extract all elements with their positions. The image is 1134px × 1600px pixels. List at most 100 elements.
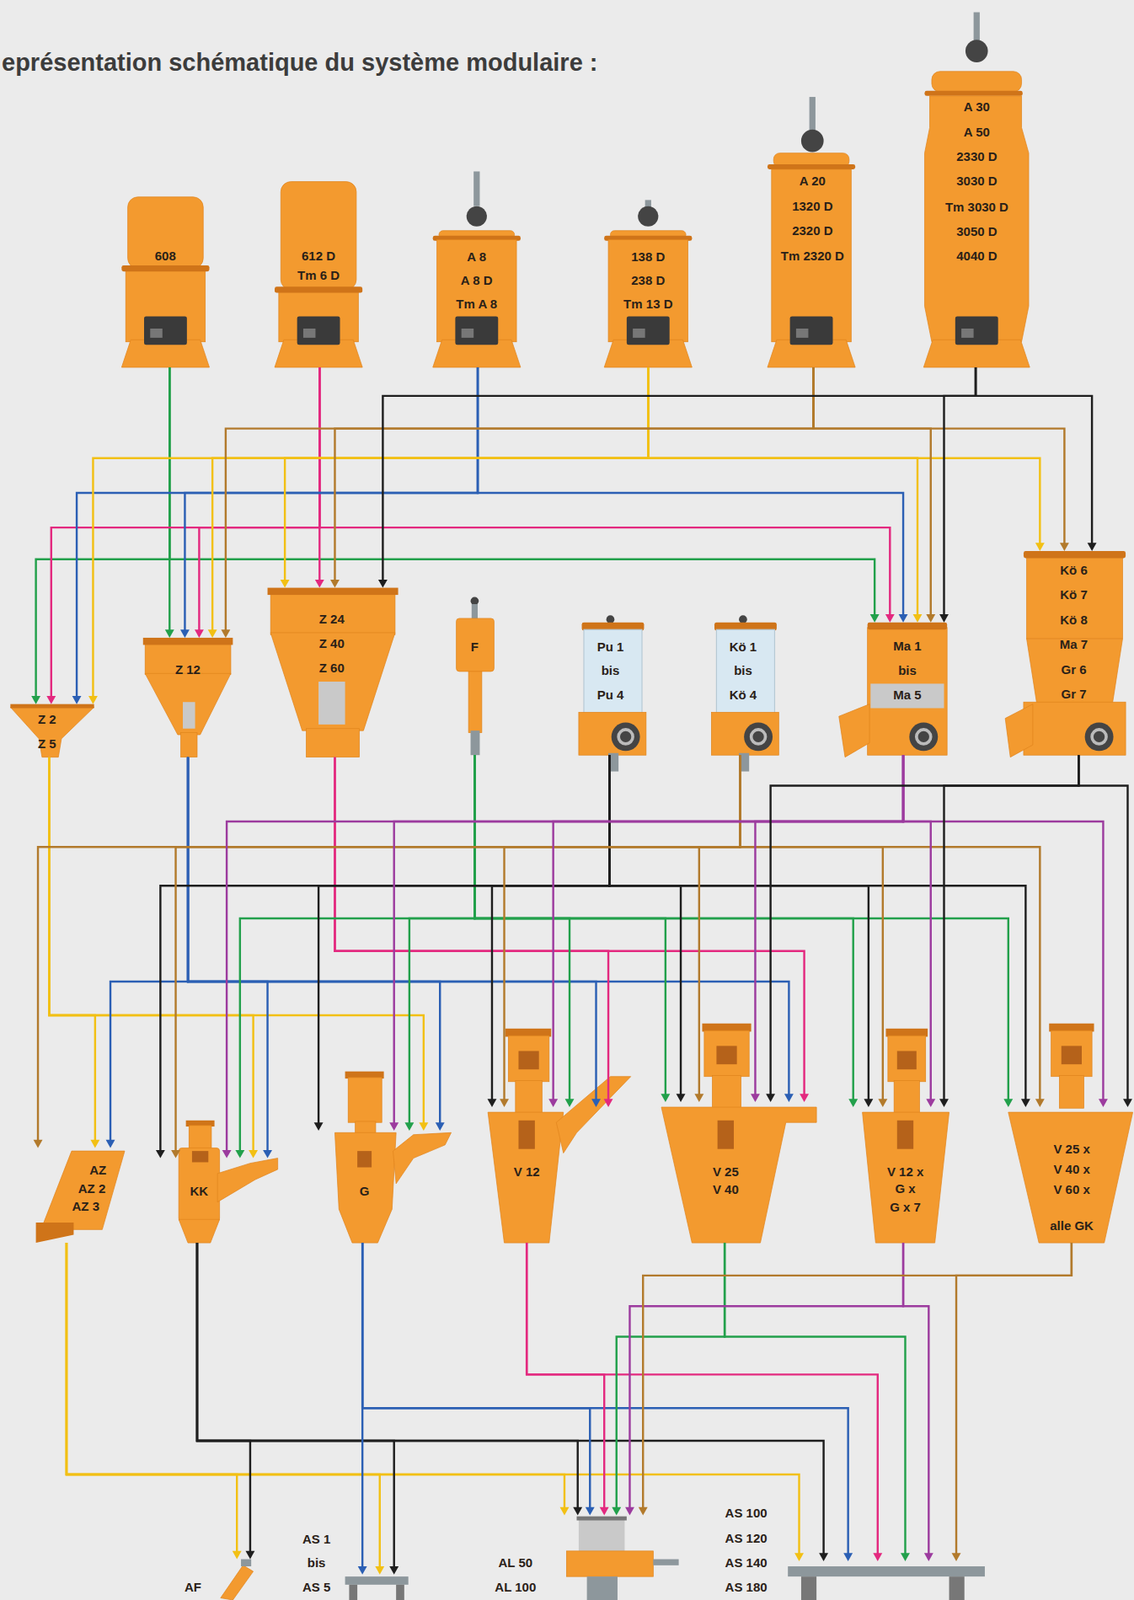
loader-drawing	[274, 181, 363, 368]
mixer-band	[870, 683, 944, 708]
equipment-label: 238 D	[631, 272, 665, 286]
granulator-drawing	[862, 1028, 950, 1243]
flow-line	[334, 367, 814, 581]
rail-leg	[801, 1576, 817, 1600]
control-panel	[790, 315, 834, 345]
arrow-head	[560, 1507, 570, 1516]
flow-connector	[389, 754, 904, 1131]
flow-line	[609, 754, 681, 1095]
flow-connector	[526, 1242, 609, 1515]
flow-connector	[171, 754, 740, 1158]
hopper-box: Z 12	[143, 637, 234, 758]
chute-drawing	[36, 1150, 125, 1243]
flow-line	[37, 754, 740, 1141]
suction-tube	[473, 171, 480, 206]
hopper-body	[270, 593, 396, 635]
equipment-label: Pu 1	[597, 639, 625, 653]
arrow-head	[794, 1552, 804, 1562]
arrow-head	[818, 1552, 829, 1562]
arrow-head	[784, 1093, 794, 1102]
flow-line	[319, 367, 890, 616]
equipment-label: V 12	[513, 1164, 541, 1177]
window	[897, 1120, 914, 1150]
flow-connector	[66, 1242, 804, 1562]
flow-connector	[813, 367, 936, 623]
equipment-label: AZ 3	[71, 1198, 100, 1212]
flow-connector	[46, 367, 320, 705]
flow-line	[944, 367, 977, 616]
arrow-head	[604, 1098, 614, 1108]
filter-knob	[470, 596, 480, 605]
equipment-label: AS 180	[725, 1579, 768, 1593]
flow-line	[903, 1242, 929, 1554]
equipment-label: Kö 8	[1059, 613, 1088, 626]
pump-ring	[1091, 729, 1107, 744]
flow-line	[1078, 754, 1128, 1100]
loader-top	[931, 71, 1022, 92]
flow-connector	[609, 754, 873, 1108]
flow-connector	[548, 754, 904, 1108]
arrow-head	[222, 1150, 232, 1159]
flow-connector	[169, 367, 879, 623]
equipment-label: Ma 5	[893, 687, 921, 701]
arrow-head	[565, 1098, 575, 1108]
flow-connector	[66, 1242, 385, 1575]
chute	[41, 1150, 125, 1230]
equipment-label: A 50	[963, 125, 990, 139]
equipment-label: V 40 x	[1053, 1162, 1090, 1176]
equipment-label: Kö 1	[729, 639, 758, 653]
equipment-label: Z 24	[319, 612, 345, 626]
flow-line	[226, 754, 904, 1151]
side-outlet	[839, 704, 870, 758]
arrow-head	[1035, 1098, 1045, 1108]
window	[717, 1120, 734, 1150]
flow-line	[382, 367, 976, 581]
arrow-head	[611, 1507, 621, 1516]
arrow-head	[330, 579, 340, 589]
flow-connector	[499, 754, 740, 1108]
mixer-cap	[1023, 550, 1126, 558]
flow-connector	[474, 754, 1013, 1108]
inlet	[217, 1158, 278, 1203]
equipment-label: Z 2	[37, 711, 57, 725]
discharge-drawing	[220, 1559, 254, 1600]
arrow-head	[33, 1139, 43, 1149]
funnel-drawing	[10, 704, 94, 758]
flow-line	[724, 1242, 905, 1554]
equipment-label: AF	[184, 1579, 202, 1593]
arrow-head	[694, 1093, 704, 1102]
arrow-head	[799, 1093, 809, 1102]
arrow-head	[843, 1552, 853, 1562]
rail-drawing	[787, 1566, 985, 1600]
flow-connector	[197, 1242, 583, 1515]
equipment-label: Kö 6	[1059, 563, 1088, 577]
flow-connector	[474, 754, 858, 1108]
funnel	[10, 706, 94, 757]
rail-drawing	[345, 1576, 409, 1600]
flow-line	[474, 754, 570, 1100]
flow-connector	[155, 754, 610, 1158]
flow-line	[240, 754, 476, 1151]
hopper-rim	[267, 588, 399, 595]
arrow-head	[358, 1566, 368, 1575]
cap-knob	[606, 615, 616, 624]
motor	[508, 1035, 549, 1081]
flow-line	[187, 757, 596, 1101]
flow-line	[197, 1242, 824, 1554]
flow-connector	[187, 757, 794, 1102]
flow-line	[477, 367, 904, 616]
granulator-drawing	[178, 1120, 278, 1243]
equipment-label: Tm 3030 D	[945, 199, 1009, 213]
pump-loader-drawing	[578, 615, 647, 771]
flow-line	[362, 1242, 848, 1554]
loader-box: 608	[120, 193, 213, 368]
valve	[466, 206, 487, 227]
loader-box: 138 D238 DTm 13 D	[603, 230, 696, 368]
flow-line	[474, 754, 1008, 1100]
flow-line	[770, 754, 1080, 1095]
loader-box: A 30A 502330 D3030 DTm 3030 D3050 D4040 …	[922, 71, 1031, 368]
equipment-label: A 8	[466, 250, 487, 263]
filter-drawing	[456, 596, 495, 755]
flow-line	[739, 754, 883, 1100]
